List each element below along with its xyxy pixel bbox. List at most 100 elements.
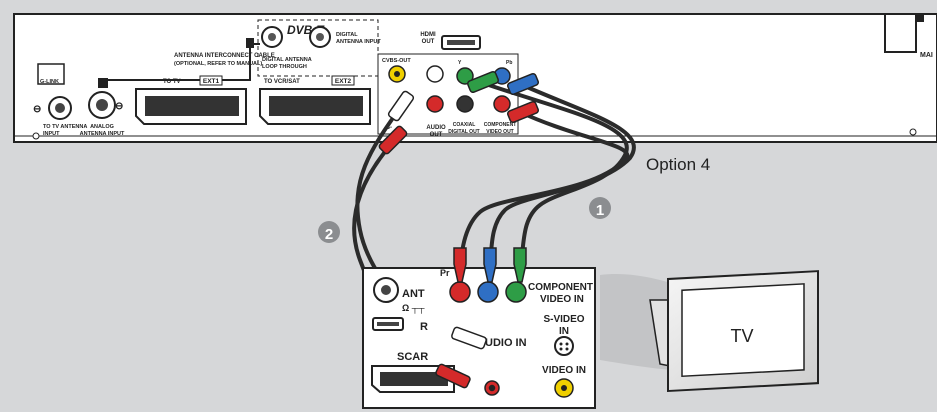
component-pb-out-label: Pb: [506, 60, 512, 66]
tv-r-label-partial: R: [420, 321, 428, 333]
component-pr-out-connector: [493, 95, 511, 113]
component-video-out-label-1: COMPONENT: [484, 122, 517, 128]
step-1-badge: [589, 197, 611, 219]
tv-ohm-symbol: Ω ┬┬: [402, 303, 425, 314]
cvbs-out-label: CVBS-OUT: [382, 58, 411, 64]
tv-side-audio-plugs: [435, 326, 500, 396]
coaxial-digital-out-label-2: DIGITAL OUT: [448, 129, 479, 135]
coaxial-digital-out-label-1: COAXIAL: [453, 122, 476, 128]
tv-illustration: TV: [649, 270, 819, 393]
plug-green-tv: [513, 247, 527, 283]
tv-label: TV: [730, 326, 753, 346]
to-tv-antenna-input-label-2: INPUT: [43, 131, 60, 137]
hdmi-out-label-1: HDMI: [420, 32, 436, 38]
ext2-label: EXT2: [335, 78, 352, 85]
ext1-label: EXT1: [203, 78, 220, 85]
g-link-label: G-LINK: [40, 79, 59, 85]
to-tv-antenna-pin: [55, 103, 65, 113]
digital-antenna-loop-through-pin: [268, 33, 276, 41]
plug-red-audio-dvd: [378, 125, 408, 155]
tv-audio-in-label-partial: UDIO IN: [485, 337, 527, 349]
tv-component-pr-connector: [449, 281, 471, 303]
antenna-cable-plug: [98, 78, 108, 88]
antenna-cable-plug-2: [246, 38, 254, 48]
tv-scart-label-partial: SCAR: [397, 351, 428, 363]
digital-antenna-section: [257, 19, 379, 77]
analog-antenna-pin: [96, 99, 108, 111]
to-tv-label: TO TV: [163, 79, 181, 85]
component-y-out-label: Y: [458, 60, 462, 66]
analog-antenna-arrow: ⊖: [115, 101, 123, 112]
plug-blue-dvd: [506, 72, 540, 96]
to-tv-antenna-arrow: ⊖: [33, 104, 41, 115]
plug-red-dvd: [506, 100, 540, 124]
panel-screw-left: [32, 132, 40, 140]
audio-out-label-1: AUDIO: [426, 125, 446, 131]
hdmi-out-label-2: OUT: [422, 39, 435, 45]
plug-red-tv: [453, 247, 467, 283]
tv-ant-label-partial: ANT: [402, 288, 425, 300]
component-y-out-connector: [456, 67, 474, 85]
plug-green-dvd: [466, 70, 500, 94]
tv-component-y-connector: [505, 281, 527, 303]
plug-blue-tv: [483, 247, 497, 283]
tv-svideo-in-label-1: S-VIDEO: [543, 314, 584, 325]
tv-ant-pin: [381, 285, 391, 295]
digital-antenna-loop-through-label-2: LOOP THROUGH: [262, 64, 307, 70]
panel-screw-right: [909, 128, 917, 136]
scart-ext1-pins: [145, 96, 239, 116]
plug-red-tv-audio: [435, 363, 471, 389]
audio-out-label-2: OUT: [430, 132, 443, 138]
digital-antenna-input-label-2: ANTENNA INPUT: [336, 39, 381, 45]
tv-video-in-label: VIDEO IN: [542, 365, 586, 376]
mains-bracket: [884, 14, 917, 53]
tv-component-video-in-label-1: COMPONENT: [528, 282, 593, 293]
tv-svideo-in-pin-3: [559, 347, 563, 351]
option-label: Option 4: [646, 155, 710, 174]
scart-ext2-pins: [269, 96, 363, 116]
cvbs-out-pin: [394, 71, 400, 77]
digital-antenna-input-pin: [316, 33, 324, 41]
step-2-number: 2: [325, 226, 333, 243]
tv-svideo-in-pin-1: [559, 342, 563, 346]
plug-white-tv: [451, 326, 487, 350]
svideo-out-label-partial: S-: [386, 125, 392, 131]
tv-svideo-in-pin-2: [565, 342, 569, 346]
component-cable-red: [458, 110, 630, 267]
tv-svideo-in-pin-4: [565, 347, 569, 351]
tv-svideo-in-label-2: IN: [559, 326, 569, 337]
tv-scart-pins: [380, 372, 448, 386]
hdmi-out-port-inner: [447, 40, 475, 45]
tv-hdmi-port-inner: [377, 322, 399, 326]
tv-screen: [681, 283, 805, 378]
antenna-interconnect-note-label: (OPTIONAL, REFER TO MANUAL): [174, 61, 262, 67]
step-1-number: 1: [596, 202, 604, 219]
analog-antenna-input-label-1: ANALOG: [90, 124, 114, 130]
tv-audio-red-pin: [488, 384, 496, 392]
tv-video-in-pin: [561, 385, 567, 391]
digital-antenna-input-label-1: DIGITAL: [336, 32, 358, 38]
audio-out-right-connector: [426, 95, 444, 113]
ext1-label-box: [199, 75, 223, 86]
tv-component-video-in-label-2: VIDEO IN: [540, 294, 584, 305]
antenna-interconnect-cable-label: ANTENNA INTERCONNECT CABLE: [174, 53, 275, 59]
tv-component-pb-connector: [477, 281, 499, 303]
analog-antenna-input-label-2: ANTENNA INPUT: [80, 131, 125, 137]
step-2-badge: [318, 221, 340, 243]
digital-antenna-loop-through-label-1: DIGITAL ANTENNA: [262, 57, 312, 63]
ext2-label-box: [331, 75, 355, 86]
to-tv-antenna-input-label-1: TO TV ANTENNA: [43, 124, 87, 130]
tv-connection-panel: ANT Ω ┬┬ R SCAR Pr Y COMPONENT VIDEO IN …: [362, 247, 596, 409]
mains-notch: [916, 14, 924, 22]
audio-out-left-connector: [426, 65, 444, 83]
plug-white-dvd: [387, 90, 415, 122]
g-link-port: [37, 63, 65, 85]
mains-label-partial: MAI: [920, 52, 933, 59]
tv-pr-label-partial: Pr: [440, 268, 450, 278]
component-video-out-label-2: VIDEO OUT: [486, 129, 514, 135]
to-vcr-sat-label: TO VCR/SAT: [264, 79, 300, 85]
tv-svideo-in-connector: [554, 336, 574, 356]
coaxial-digital-out-connector: [456, 95, 474, 113]
dvd-side-plugs: [378, 70, 540, 155]
